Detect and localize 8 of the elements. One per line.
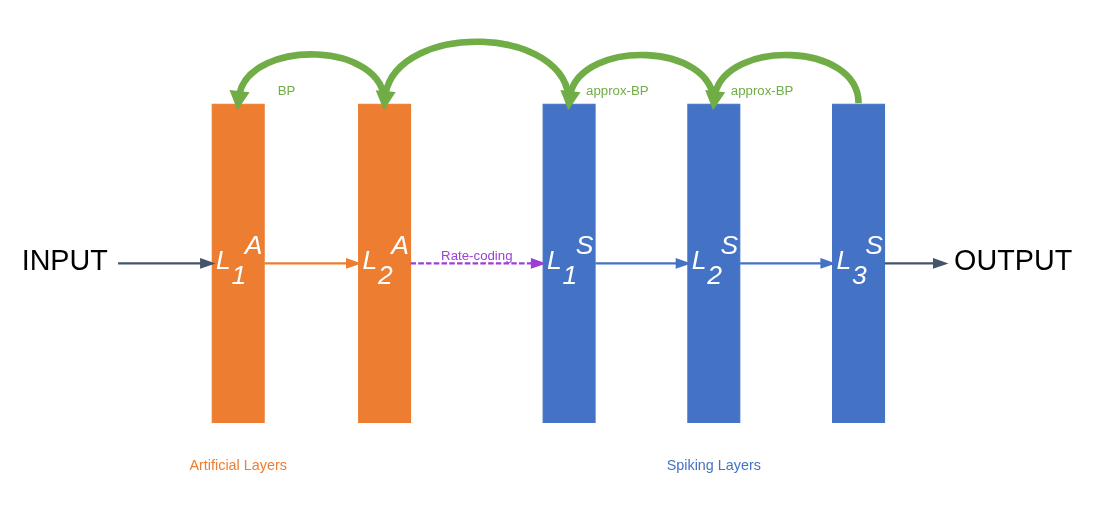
edge-label: BP	[277, 82, 296, 98]
edge-label: approx-BP	[730, 82, 794, 98]
label: Artificial Layers	[189, 456, 287, 473]
label: Spiking Layers	[666, 456, 761, 473]
edge-label: approx-BP	[586, 82, 649, 98]
node-text: INPUT	[21, 243, 108, 276]
node-text: OUTPUT	[954, 243, 1073, 276]
edge-label: Rate-coding	[441, 247, 513, 263]
